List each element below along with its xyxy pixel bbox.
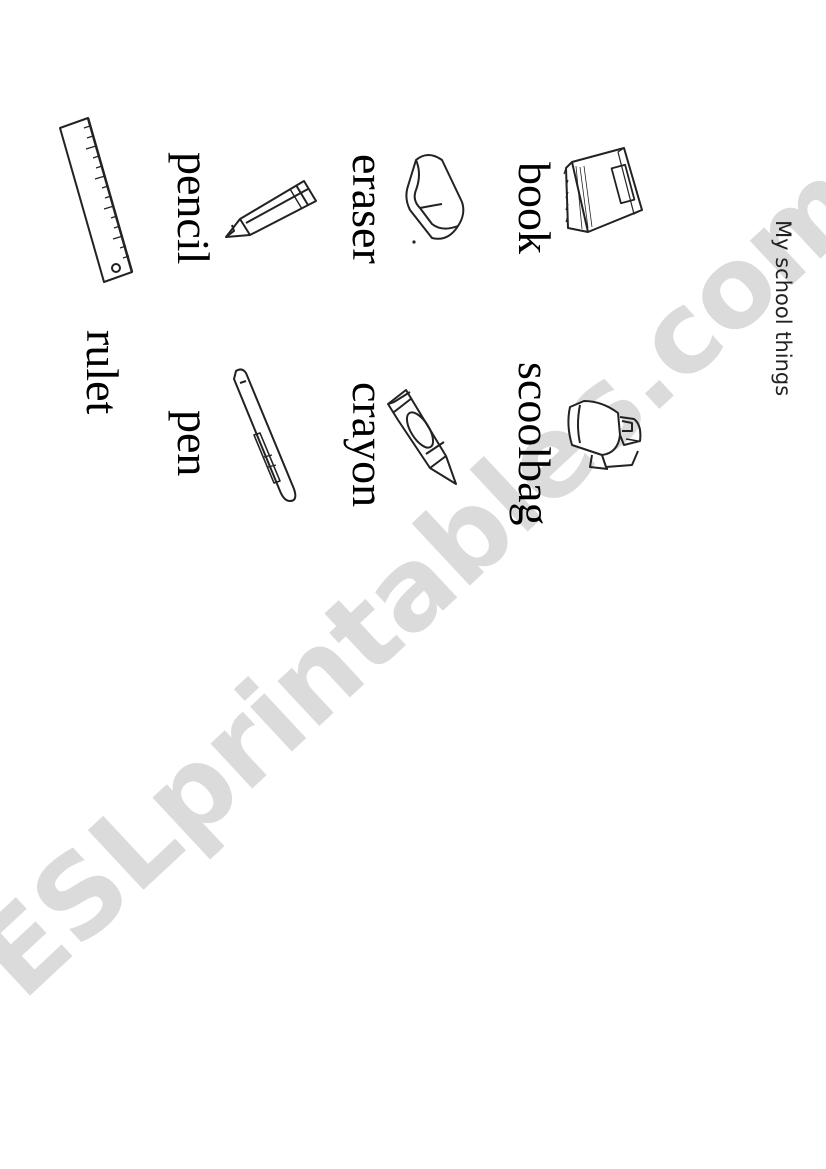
label-scoolbag: scoolbag	[509, 362, 560, 526]
label-pen: pen	[168, 410, 219, 477]
label-book: book	[509, 162, 560, 254]
ruler-icon	[56, 114, 138, 286]
book-icon	[558, 140, 648, 235]
eraser-icon	[402, 150, 470, 250]
page-title: My school things	[771, 220, 795, 397]
schoolbag-icon	[562, 395, 646, 475]
pen-icon	[228, 365, 300, 505]
label-pencil: pencil	[168, 152, 219, 265]
pencil-icon	[220, 175, 322, 245]
crayon-icon	[382, 386, 462, 488]
label-rulet: rulet	[77, 330, 128, 415]
label-eraser: eraser	[343, 154, 394, 264]
